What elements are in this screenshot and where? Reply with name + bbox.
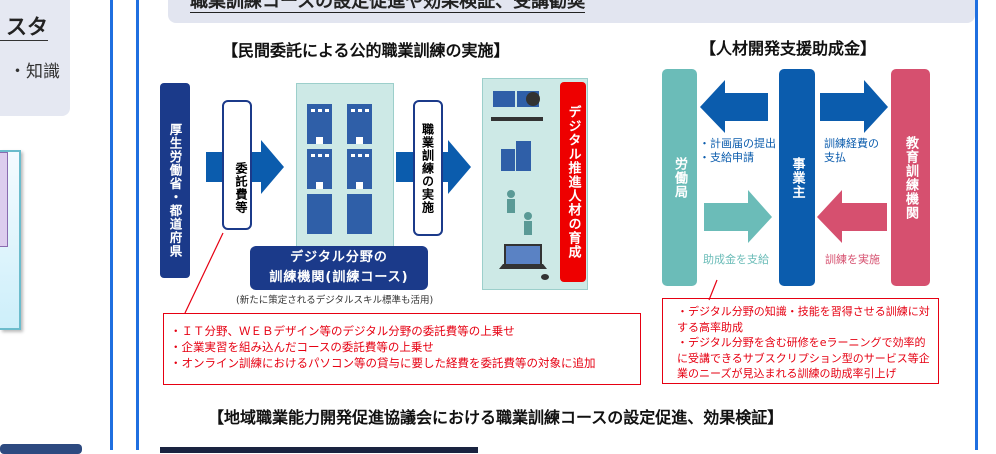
training-institution-bar: 教育訓練機関 — [891, 69, 930, 286]
callout-line — [184, 232, 224, 314]
institution-note: (新たに策定されるデジタルスキル標準も活用) — [236, 295, 434, 306]
bureau-submission-text: ・計画届の提出 ・支給申請 — [699, 137, 776, 165]
fee-label-box: 委託費等 — [222, 100, 252, 230]
left-navy-bar — [0, 444, 82, 454]
left-panel-text: 知識・ — [9, 62, 60, 82]
institution-line1: デジタル分野の — [290, 250, 388, 265]
note-item: ・企業実習を組み込んだコースの委託費等の上乗せ — [170, 340, 434, 354]
people-and-laptop-icon — [491, 91, 549, 280]
institution-line2: 訓練機関(訓練コース) — [269, 270, 409, 285]
employer-bar: 事業主 — [779, 69, 815, 286]
bottom-dark-bar — [160, 447, 478, 453]
implementation-label-box: 職業訓練の実施 — [413, 100, 443, 236]
subsidy-payment-label: 助成金を支給 — [703, 253, 769, 266]
plan-submission-label: ・計画届の提出 — [699, 137, 776, 150]
training-cost-text: 訓練経費の 支払 — [824, 137, 879, 165]
subsidy-notes: ・デジタル分野の知識・技能を習得させる訓練に対する高率助成 ・デジタル分野を含む… — [662, 298, 939, 384]
left-panel: スタ 知識・ — [0, 0, 70, 116]
arrow-left-icon — [700, 80, 768, 133]
private-training-notes: ・ＩＴ分野、ＷＥＢデザイン等のデジタル分野の委託費等の上乗せ ・企業実習を組み込… — [163, 313, 641, 385]
arrow-right-icon — [820, 80, 888, 133]
note-item: ・ＩＴ分野、ＷＥＢデザイン等のデジタル分野の委託費等の上乗せ — [170, 324, 515, 338]
building-icon — [307, 104, 372, 234]
note-item: ・オンライン訓練におけるパソコン等の貸与に要した経費を委託費等の対象に追加 — [170, 356, 596, 370]
training-implementation-label: 訓練を実施 — [825, 253, 880, 266]
frame-line — [975, 0, 978, 450]
note-item: ・デジタル分野の知識・技能を習得させる訓練に対する高率助成 — [677, 305, 930, 334]
training-cost-label: 訓練経費の — [824, 137, 879, 150]
payment-label: 支払 — [824, 151, 846, 164]
training-buildings-panel — [296, 83, 394, 255]
left-lavender-box — [0, 152, 8, 247]
section-header: 職業訓練コースの設定促進や効果検証、受講勧奨 — [168, 0, 975, 23]
frame-line — [110, 0, 113, 450]
arrow-right-icon — [704, 190, 772, 243]
labor-bureau-bar: 労働局 — [662, 69, 697, 286]
institution-label: デジタル分野の 訓練機関(訓練コース) — [250, 246, 428, 290]
left-panel-heading: スタ — [0, 14, 48, 41]
callout-line — [708, 279, 718, 301]
arrow-left-icon — [817, 190, 887, 243]
regional-council-title: 【地域職業能力開発促進協議会における職業訓練コースの設定促進、効果検証】 — [208, 408, 784, 427]
ministry-box: 厚生労働省・都道府県 — [160, 83, 190, 278]
subsidy-title: 【人材開発支援助成金】 — [700, 39, 877, 58]
payment-application-label: ・支給申請 — [699, 151, 754, 164]
note-item: ・デジタル分野を含む研修をeラーニングで効率的に受講できるサブスクリプション型の… — [677, 336, 930, 380]
digital-talent-panel: デジタル推進人材の育成 — [482, 78, 588, 290]
outcome-label: デジタル推進人材の育成 — [560, 82, 586, 282]
frame-line — [136, 0, 139, 450]
section-header-title: 職業訓練コースの設定促進や効果検証、受講勧奨 — [190, 0, 586, 13]
private-training-title: 【民間委託による公的職業訓練の実施】 — [222, 41, 510, 60]
